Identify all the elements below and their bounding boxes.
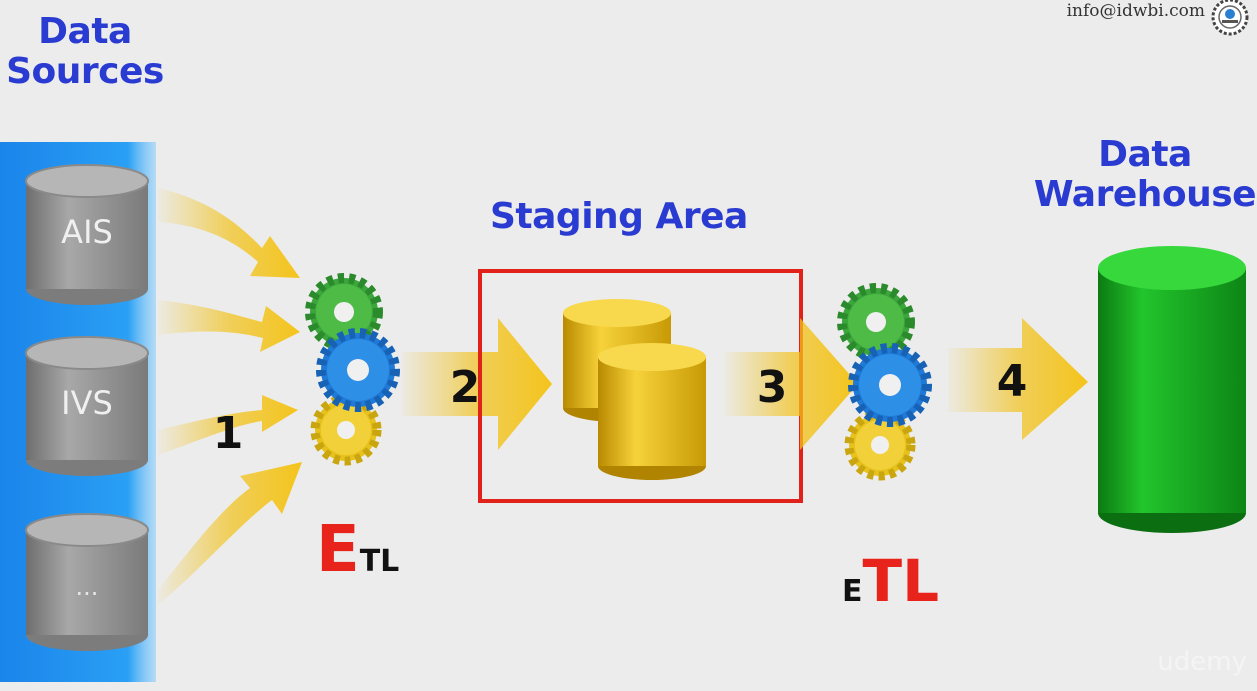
arrow-source-2 [158,300,300,352]
data-sources-title-line2: Sources [6,51,164,93]
data-warehouse-title-line1: Data [1098,134,1192,175]
etl-label-transform-load-small: E [842,574,863,609]
etl-label-extract-big: E [316,513,360,587]
gear-blue-icon [316,328,400,412]
idwbi-seal-logo-icon [1211,0,1249,36]
etl-label-extract-small: TL [359,544,400,579]
arrow-step-3 [725,318,858,450]
staging-area-title: Staging Area [490,196,748,237]
arrow-source-1 [158,188,300,278]
source-cylinder-ivs: IVS [25,336,149,476]
arrow-source-4 [158,462,302,605]
udemy-watermark: udemy [1157,647,1247,677]
step-number-2: 2 [450,362,481,413]
step-number-1: 1 [213,408,244,459]
data-sources-title-line1: Data [38,11,132,52]
source-label-ais: AIS [61,213,113,251]
arrow-step-4 [948,318,1088,440]
source-cylinder-ais: AIS [25,164,149,305]
source-label-ivs: IVS [61,384,113,422]
source-cylinder-more: ... [25,513,149,651]
data-warehouse-cylinder [1098,246,1246,533]
source-label-more: ... [76,573,99,601]
etl-gears-left [305,273,400,466]
contact-email: info@idwbi.com [1066,1,1205,21]
gear-yellow-icon [844,409,916,481]
etl-label-transform-load-big: TL [862,547,940,615]
arrow-step-2 [402,318,552,450]
data-warehouse-title-line2: Warehouse [1033,174,1257,216]
step-number-4: 4 [997,356,1028,407]
staging-cylinder-front [598,343,706,480]
gear-blue-icon [848,343,932,427]
etl-gears-right [837,283,932,481]
data-sources-title: Data Sources [0,11,170,93]
step-number-3: 3 [757,362,788,413]
etl-label-transform-load: ETL [842,552,939,610]
extract-arrows [158,188,302,605]
arrow-source-3 [158,395,298,455]
gear-green-icon [837,283,915,361]
etl-label-extract: ETL [316,518,399,582]
data-warehouse-title: Data Warehouse [1030,134,1257,216]
gear-green-icon [305,273,383,351]
